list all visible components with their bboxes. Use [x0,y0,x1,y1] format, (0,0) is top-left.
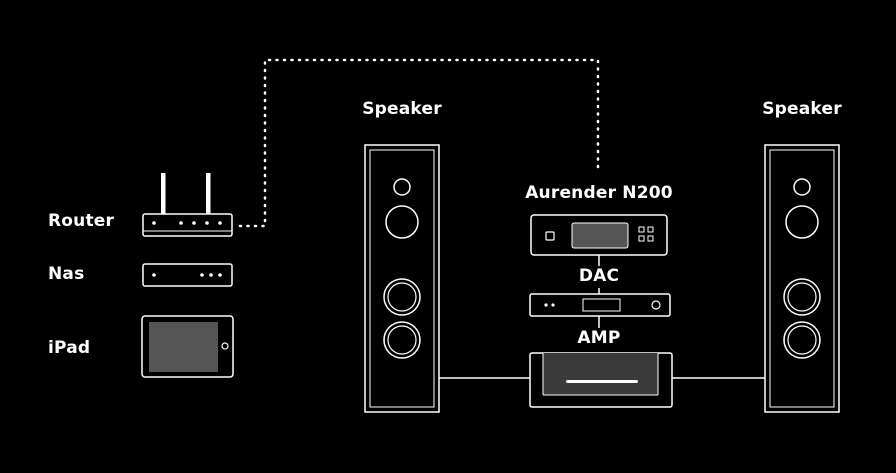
network-connection-line [238,58,600,228]
nas-icon [142,263,233,287]
dac-icon [529,293,671,317]
router-icon [142,173,233,237]
ipad-label: iPad [48,338,91,358]
amp-icon [529,352,673,408]
speaker-right-icon [764,144,840,413]
nas-label: Nas [48,264,85,284]
dac-label: DAC [578,266,620,286]
router-label: Router [48,211,115,231]
ipad-icon [141,315,234,378]
speaker-right-label: Speaker [762,99,842,119]
speaker-left-icon [364,144,440,413]
streamer-label: Aurender N200 [525,183,673,203]
streamer-icon [530,214,668,256]
amp-label: AMP [577,328,621,348]
speaker-left-label: Speaker [362,99,442,119]
